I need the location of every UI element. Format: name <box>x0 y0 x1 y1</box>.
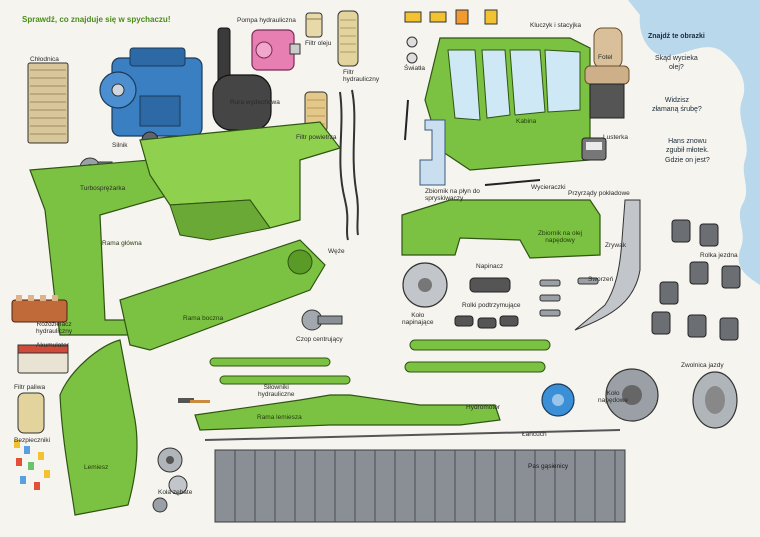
label-hydraulic-filter: Filtr hydrauliczny <box>343 69 380 84</box>
label-seat: Fotel <box>598 54 613 61</box>
washer-tank-part <box>419 119 446 186</box>
water-puddle <box>628 0 760 285</box>
label-hydromotor: Hydromotor <box>466 404 500 411</box>
label-side-frame: Rama boczna <box>183 315 224 322</box>
oil-filter-part <box>305 12 323 38</box>
find-pictures-title: Znajdź te obrazki <box>648 33 705 40</box>
lights-part <box>404 9 498 64</box>
label-washer-tank: Zbiornik na płyn do spryskiwaczy <box>425 188 480 203</box>
battery-part <box>17 344 69 374</box>
label-drive-sprocket: Koło napędowe <box>598 390 628 405</box>
label-oil-filter: Filtr oleju <box>305 40 332 47</box>
label-lights: Światła <box>404 65 425 72</box>
label-final-drive: Zwolnica jazdy <box>681 362 724 369</box>
label-exhaust-pipe: Rura wydechowa <box>230 99 280 106</box>
label-gears: Koła zębate <box>158 489 193 496</box>
label-support-rollers: Rolki podtrzymujące <box>462 302 521 309</box>
final-drive-part <box>692 371 738 429</box>
track-rollers-part <box>651 219 741 341</box>
fuel-tank-part <box>401 199 601 259</box>
label-fuel-tank: Zbiornik na olej napędowy <box>538 230 583 245</box>
chain-part <box>204 429 621 441</box>
sprocket-part <box>605 368 659 422</box>
support-rollers-part <box>454 315 519 329</box>
hydraulic-filter-part <box>337 10 359 67</box>
seat-part <box>584 27 630 119</box>
idler-wheel-part <box>402 262 448 308</box>
label-mirrors: Lusterka <box>603 134 628 141</box>
hoses-part <box>339 89 359 241</box>
label-blade-frame: Rama lemiesza <box>257 414 302 421</box>
engine-part <box>99 47 203 149</box>
radiator-part <box>27 62 69 144</box>
ripper-part <box>574 199 641 331</box>
main-frame-part <box>29 121 342 336</box>
label-pin: Sworzeń <box>588 276 614 283</box>
pins-part <box>539 277 599 317</box>
label-track-roller: Rolka jezdna <box>700 252 738 259</box>
label-key-ignition: Kluczyk i stacyjka <box>530 22 581 29</box>
label-wipers: Wycieraczki <box>531 184 566 191</box>
label-hoses: Węże <box>328 248 345 255</box>
page-title: Sprawdź, co znajduje się w spychaczu! <box>22 15 171 24</box>
label-fuel-filter: Filtr paliwa <box>14 384 46 391</box>
label-turbocharger: Turbosprężarka <box>80 185 126 192</box>
label-battery: Akumulator <box>36 342 69 349</box>
hydraulic-distributor-part <box>11 295 68 323</box>
exhaust-pipe-part <box>212 27 272 131</box>
label-blade: Lemiesz <box>84 464 109 471</box>
label-engine: Silnik <box>112 142 128 149</box>
question-oil-leak: Skąd wycieka olej? <box>655 55 698 72</box>
instruments-part <box>581 137 607 161</box>
fuses-part <box>14 440 50 490</box>
hydromotor-part <box>541 383 575 417</box>
wipers-part <box>404 99 541 186</box>
blade-part <box>59 339 138 516</box>
hydraulic-cylinders-part <box>209 339 551 385</box>
label-idler-wheel: Koło napinające <box>402 312 434 327</box>
label-hydraulic-cylinders: Siłowniki hydrauliczne <box>258 384 295 399</box>
label-hydraulic-distributor: Rozdzielacz hydrauliczny <box>36 321 73 336</box>
label-hydraulic-pump: Pompa hydrauliczna <box>237 17 296 24</box>
label-cabin: Kabina <box>516 118 537 125</box>
label-track-pads: Pas gąsienicy <box>528 463 569 470</box>
tensioner-part <box>469 277 511 293</box>
blade-frame-part <box>194 394 501 431</box>
gears-part <box>152 447 188 513</box>
side-frame-part <box>119 239 326 351</box>
centering-pin-part <box>301 309 343 331</box>
label-instruments: Przyrządy pokładowe <box>568 190 630 197</box>
label-main-frame: Rama główna <box>102 240 142 247</box>
label-air-filter: Filtr powietrza <box>296 134 337 141</box>
hydraulic-pump-part <box>251 29 301 71</box>
question-hammer: Hans znowu zgubił młotek. Gdzie on jest? <box>665 138 710 164</box>
label-ripper: Zrywak <box>605 242 626 249</box>
label-tensioner: Napinacz <box>476 263 504 270</box>
fuel-filter-part <box>17 392 45 434</box>
label-chain: Łańcuch <box>522 431 547 438</box>
label-radiator: Chłodnica <box>30 56 59 63</box>
cabin-part <box>424 37 591 171</box>
label-centering-pin: Czop centrujący <box>296 336 343 343</box>
track-pads-part <box>214 449 626 523</box>
hammer-part <box>178 398 210 403</box>
label-fuses: Bezpieczniki <box>14 437 51 444</box>
question-broken-bolt: Widzisz złamaną śrubę? <box>652 97 702 114</box>
